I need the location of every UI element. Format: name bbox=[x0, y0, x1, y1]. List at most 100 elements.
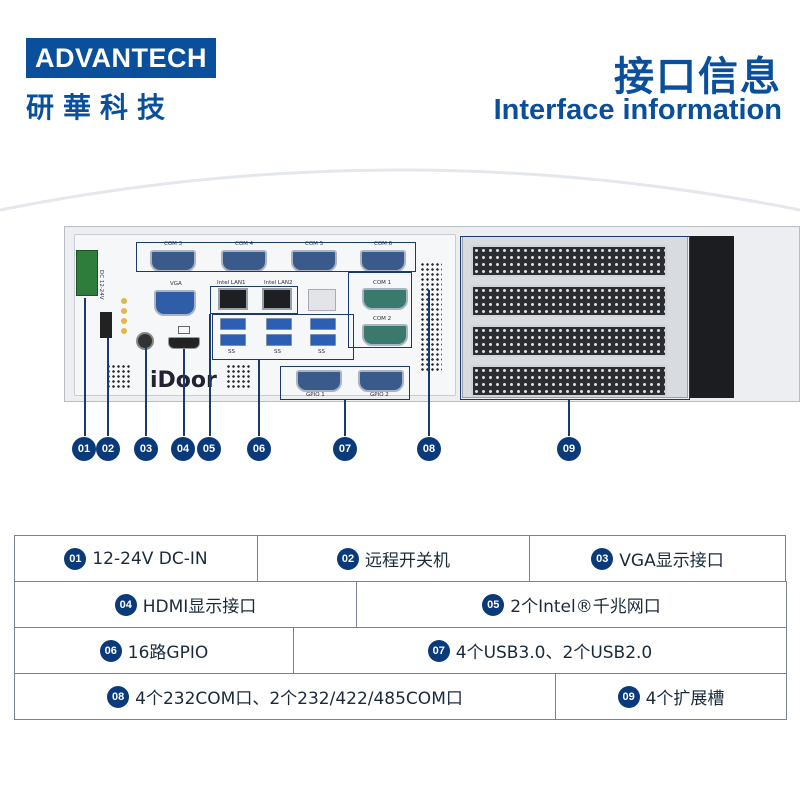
led-indicator bbox=[121, 298, 127, 304]
table-row: 01 12-24V DC-IN 02 远程开关机 03 VGA显示接口 bbox=[14, 535, 786, 582]
rear-black-panel bbox=[690, 236, 734, 398]
callout-box-lan bbox=[210, 286, 298, 314]
leader-line bbox=[568, 400, 570, 436]
table-cell: 08 4个232COM口、2个232/422/485COM口 bbox=[14, 673, 556, 720]
vent-grill bbox=[420, 262, 442, 372]
callout-02: 02 bbox=[96, 437, 120, 461]
page-title-english: Interface information bbox=[493, 94, 782, 126]
callout-08: 08 bbox=[417, 437, 441, 461]
item-text: 4个232COM口、2个232/422/485COM口 bbox=[135, 689, 463, 709]
item-number-badge: 09 bbox=[617, 685, 640, 708]
page-title-chinese: 接口信息 bbox=[614, 54, 782, 100]
usb-port bbox=[220, 334, 246, 346]
item-number-badge: 06 bbox=[99, 639, 122, 662]
item-number-badge: 01 bbox=[64, 547, 87, 570]
item-number-badge: 03 bbox=[591, 547, 614, 570]
lan1-label: Intel LAN1 bbox=[217, 280, 246, 286]
item-text: 12-24V DC-IN bbox=[92, 548, 208, 569]
lan2-label: Intel LAN2 bbox=[264, 280, 293, 286]
table-row: 04 HDMI显示接口 05 2个Intel®千兆网口 bbox=[14, 581, 787, 628]
table-cell: 09 4个扩展槽 bbox=[555, 673, 787, 720]
vga-label: VGA bbox=[170, 281, 182, 287]
com2-port bbox=[362, 324, 408, 346]
vga-port bbox=[154, 290, 196, 316]
expansion-slot bbox=[471, 285, 667, 317]
led-indicator bbox=[121, 308, 127, 314]
table-cell: 03 VGA显示接口 bbox=[529, 535, 786, 582]
usb-ss-label: SS bbox=[318, 349, 325, 355]
gpio1-label: GPIO 1 bbox=[306, 392, 325, 398]
gpio1-port bbox=[296, 370, 342, 392]
dc-terminal bbox=[76, 250, 98, 296]
usb-port bbox=[266, 334, 292, 346]
item-text: 远程开关机 bbox=[365, 551, 450, 571]
logo-chinese-name: 研華科技 bbox=[26, 91, 175, 124]
usb-port bbox=[310, 318, 336, 330]
usb-ss-label: SS bbox=[228, 349, 235, 355]
remote-switch-connector bbox=[100, 312, 112, 338]
item-text: 16路GPIO bbox=[127, 643, 209, 663]
item-number-badge: 07 bbox=[427, 639, 450, 662]
table-row: 08 4个232COM口、2个232/422/485COM口 09 4个扩展槽 bbox=[14, 673, 787, 720]
decorative-arc bbox=[0, 168, 800, 212]
hdmi-latch bbox=[178, 326, 190, 334]
item-text: HDMI显示接口 bbox=[142, 597, 257, 617]
blank-cover bbox=[308, 289, 336, 311]
callout-01: 01 bbox=[72, 437, 96, 461]
table-cell: 02 远程开关机 bbox=[257, 535, 530, 582]
callout-box-gpio bbox=[280, 366, 410, 400]
expansion-slot-area bbox=[462, 236, 688, 398]
gpio2-label: GPIO 2 bbox=[370, 392, 389, 398]
vent-grill bbox=[226, 364, 252, 388]
vent-grill bbox=[106, 364, 132, 388]
table-cell: 06 16路GPIO bbox=[14, 627, 294, 674]
com1-label: COM 1 bbox=[373, 280, 392, 286]
callout-box-com bbox=[348, 272, 412, 348]
callout-box-usb bbox=[212, 314, 354, 360]
item-number-badge: 02 bbox=[337, 547, 359, 570]
com6-label: COM 6 bbox=[374, 241, 393, 247]
advantech-logo: ADVANTECH bbox=[26, 38, 216, 78]
item-number-badge: 05 bbox=[482, 593, 505, 616]
leader-line bbox=[258, 360, 260, 436]
callout-box-com-top bbox=[136, 242, 416, 272]
leader-line bbox=[428, 290, 430, 436]
callout-07: 07 bbox=[333, 437, 357, 461]
usb-port bbox=[266, 318, 292, 330]
table-cell: 07 4个USB3.0、2个USB2.0 bbox=[293, 627, 787, 674]
item-number-badge: 08 bbox=[107, 685, 130, 708]
usb-ss-label: SS bbox=[274, 349, 281, 355]
leader-line bbox=[209, 314, 211, 436]
leader-line bbox=[84, 298, 86, 436]
table-cell: 01 12-24V DC-IN bbox=[14, 535, 258, 582]
led-indicator bbox=[121, 328, 127, 334]
item-number-badge: 04 bbox=[114, 593, 137, 616]
lan2-port bbox=[262, 288, 292, 310]
expansion-slot bbox=[471, 245, 667, 277]
lan1-port bbox=[218, 288, 248, 310]
interface-spec-table: 01 12-24V DC-IN 02 远程开关机 03 VGA显示接口 04 H… bbox=[14, 535, 787, 720]
leader-line bbox=[183, 349, 185, 436]
item-text: 2个Intel®千兆网口 bbox=[510, 597, 661, 617]
item-text: 4个扩展槽 bbox=[645, 689, 725, 709]
table-cell: 05 2个Intel®千兆网口 bbox=[356, 581, 787, 628]
leader-line bbox=[145, 346, 147, 436]
com5-label: COM 5 bbox=[305, 241, 324, 247]
callout-box-slots bbox=[460, 236, 690, 400]
com1-port bbox=[362, 288, 408, 310]
dc-label: DC 12-24V bbox=[98, 270, 104, 300]
callout-09: 09 bbox=[557, 437, 581, 461]
led-indicator bbox=[121, 318, 127, 324]
table-row: 06 16路GPIO 07 4个USB3.0、2个USB2.0 bbox=[14, 627, 787, 674]
gpio2-port bbox=[358, 370, 404, 392]
hdmi-port bbox=[168, 337, 200, 349]
expansion-slot bbox=[471, 325, 667, 357]
item-text: 4个USB3.0、2个USB2.0 bbox=[455, 643, 653, 663]
callout-03: 03 bbox=[134, 437, 158, 461]
leader-line bbox=[107, 338, 109, 436]
usb-port bbox=[220, 318, 246, 330]
expansion-slot bbox=[471, 365, 667, 397]
com3-label: COM 3 bbox=[164, 241, 183, 247]
com4-label: COM 4 bbox=[235, 241, 254, 247]
callout-04: 04 bbox=[171, 437, 195, 461]
